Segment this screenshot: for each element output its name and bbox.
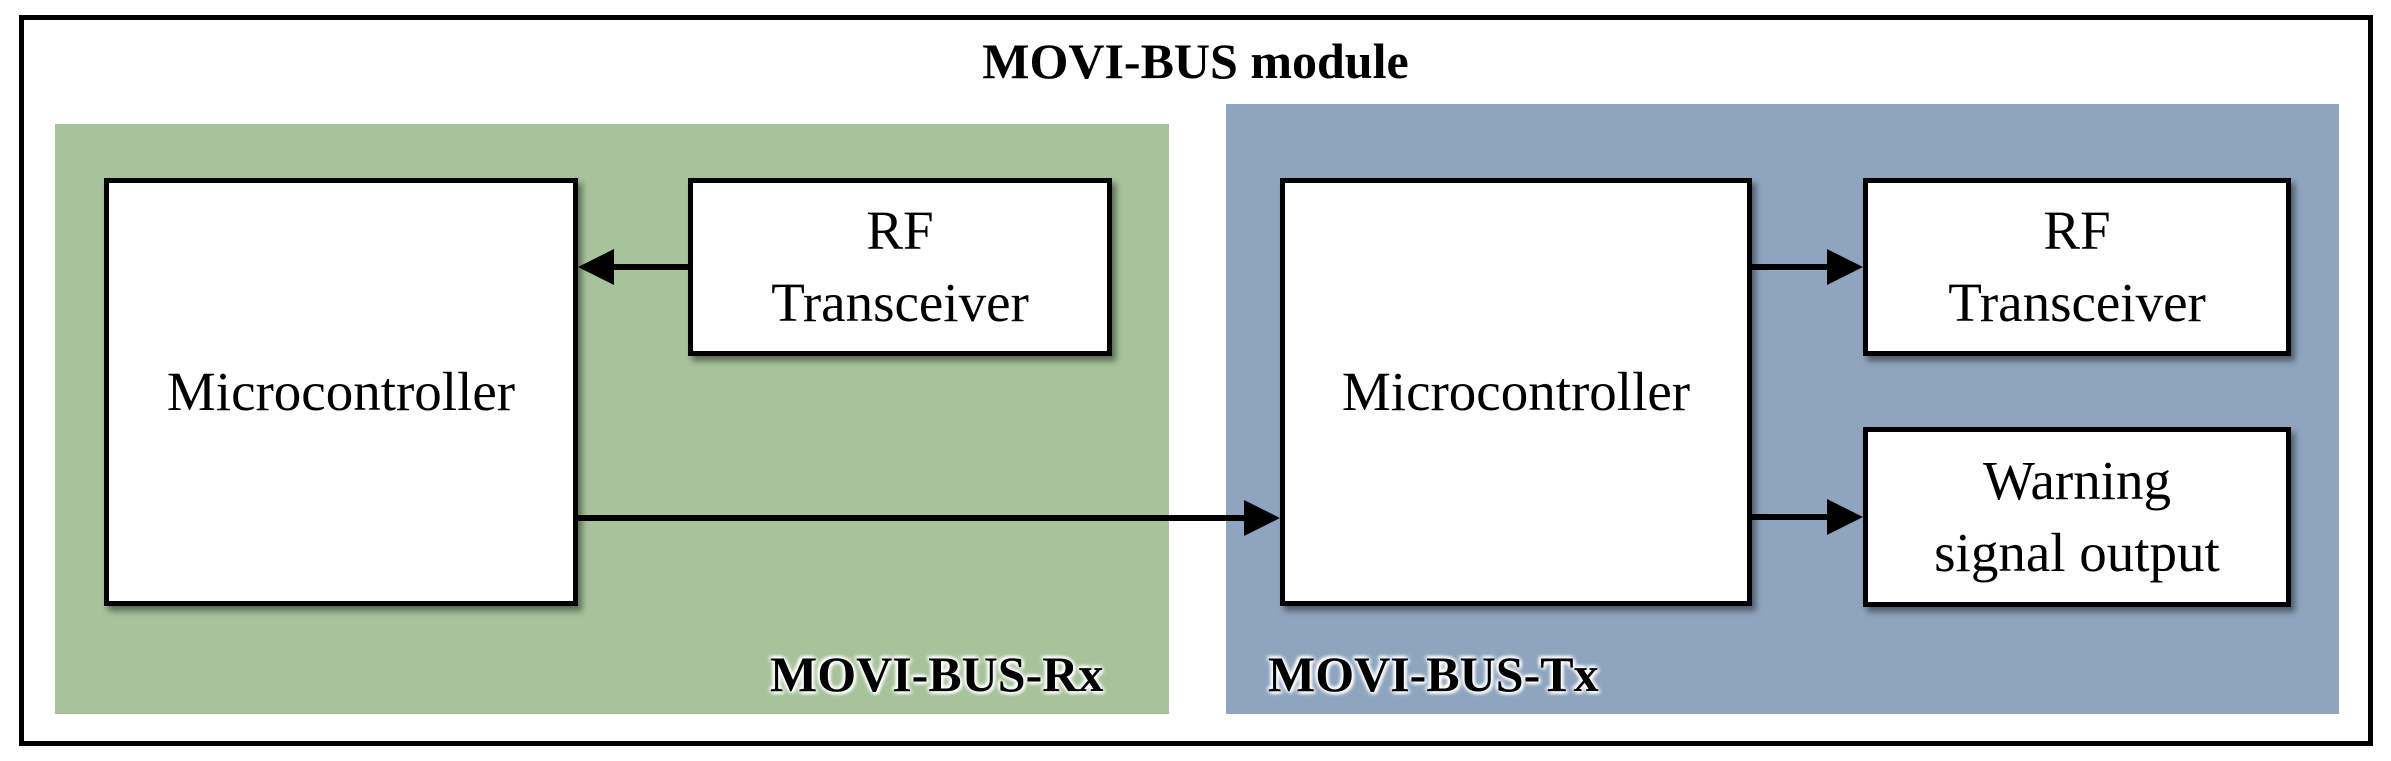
tx-microcontroller-label: Microcontroller [1341,361,1691,422]
rx-rf-label-line1: RF [866,200,934,261]
rx-microcontroller-label: Microcontroller [166,361,516,422]
tx-rf-transceiver-block: RF Transceiver [1863,178,2291,356]
tx-rf-label-line2: Transceiver [1948,272,2206,333]
rx-panel-label: MOVI-BUS-Rx [770,646,1104,702]
rx-rf-transceiver-block: RF Transceiver [688,178,1112,356]
rx-microcontroller-block: Microcontroller [104,178,578,606]
tx-warning-label-line2: signal output [1934,522,2220,583]
tx-rf-label-line1: RF [2043,200,2111,261]
tx-microcontroller-block: Microcontroller [1280,178,1752,606]
tx-warning-label-line1: Warning [1982,450,2171,511]
rx-rf-label-line2: Transceiver [771,272,1029,333]
module-title: MOVI-BUS module [982,33,1409,89]
tx-panel-label: MOVI-BUS-Tx [1268,646,1599,702]
tx-warning-output-block: Warning signal output [1863,427,2291,607]
